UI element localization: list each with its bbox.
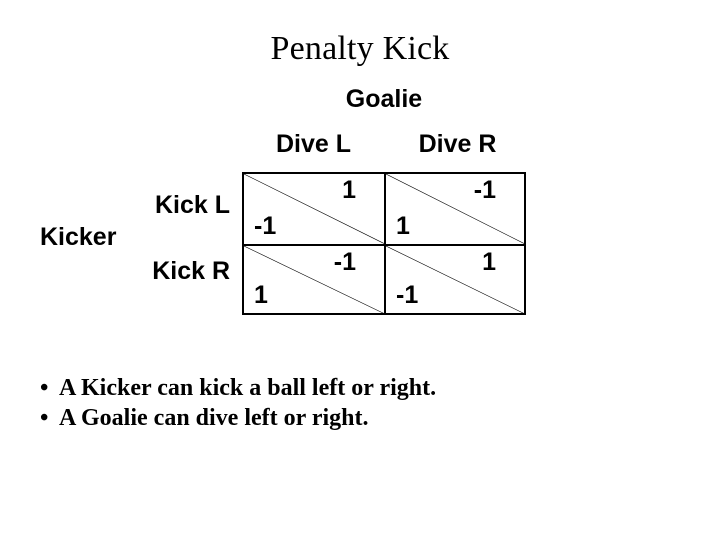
bullet-list: • A Kicker can kick a ball left or right…	[40, 373, 680, 433]
column-group-label-goalie: Goalie	[345, 85, 423, 113]
matrix-cell-kickL-diveR: -1 1	[384, 174, 524, 244]
bullet-text: A Goalie can dive left or right.	[59, 405, 369, 431]
payoff-goalie-kickR-diveR: 1	[482, 247, 496, 276]
row-header-kick-r: Kick R	[152, 257, 230, 285]
payoff-kicker-kickR-diveL: 1	[254, 281, 268, 309]
bullet-text: A Kicker can kick a ball left or right.	[59, 375, 437, 401]
page-title: Penalty Kick	[270, 30, 450, 67]
payoff-kicker-kickR-diveR: -1	[396, 281, 419, 309]
payoff-kicker-kickL-diveL: -1	[254, 211, 277, 240]
matrix-cell-kickR-diveL: -1 1	[244, 243, 384, 314]
list-item: • A Goalie can dive left or right.	[40, 403, 680, 433]
bullet-icon: •	[40, 405, 49, 431]
payoff-goalie-kickL-diveR: -1	[473, 176, 496, 204]
payoff-kicker-kickL-diveR: 1	[396, 211, 410, 240]
payoff-matrix: 1 -1 -1 1 -1 1 1 -1	[242, 172, 526, 315]
payoff-goalie-kickL-diveL: 1	[342, 176, 356, 204]
row-group-label-kicker: Kicker	[40, 223, 117, 251]
row-header-kick-l: Kick L	[154, 191, 230, 219]
column-header-dive-l: Dive L	[275, 130, 352, 158]
payoff-goalie-kickR-diveL: -1	[333, 247, 356, 276]
bullet-icon: •	[40, 375, 49, 401]
matrix-cell-kickR-diveR: 1 -1	[384, 243, 524, 313]
matrix-cell-kickL-diveL: 1 -1	[244, 174, 384, 244]
list-item: • A Kicker can kick a ball left or right…	[40, 373, 680, 403]
column-header-dive-r: Dive R	[418, 130, 497, 158]
